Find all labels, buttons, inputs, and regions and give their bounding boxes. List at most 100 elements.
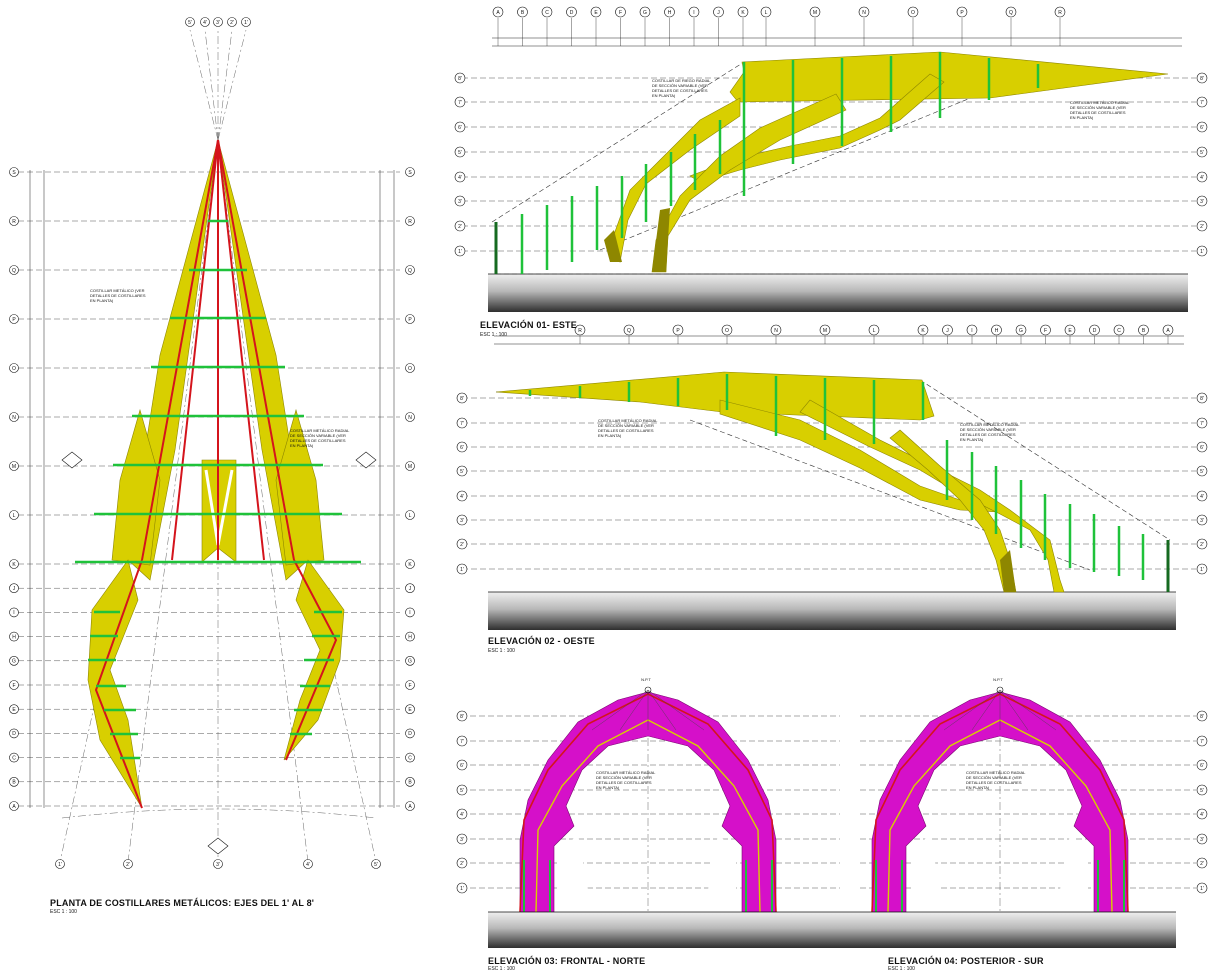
axis-bubble (966, 324, 978, 336)
axis-bubble (1196, 490, 1208, 502)
axis-label: O (408, 366, 412, 372)
axis-label: 5' (458, 150, 462, 156)
axis-bubble (590, 6, 602, 18)
axis-label: A (496, 10, 500, 16)
axis-bubble (456, 538, 468, 550)
axis-bubble (405, 461, 415, 471)
axis-label: 5' (188, 20, 192, 26)
axis-label: R (1058, 10, 1062, 16)
axis-label: A (408, 804, 412, 810)
axis-label: S (12, 170, 16, 176)
axis-bubble (454, 220, 466, 232)
axis-bubble (1196, 735, 1208, 747)
axis-bubble (1196, 465, 1208, 477)
axis-label: I (693, 10, 694, 16)
axis-bubble (227, 17, 237, 27)
axis-bubble (213, 17, 223, 27)
axis-label: 3' (460, 518, 464, 524)
axis-label: G (12, 659, 16, 665)
west-rib-shadow (1000, 550, 1016, 592)
axis-bubble (454, 245, 466, 257)
axis-bubble (1196, 121, 1208, 133)
axis-bubble (241, 17, 251, 27)
east-title: ELEVACIÓN 01- ESTE (480, 320, 577, 330)
front-apex-line (999, 689, 1057, 731)
axis-label: D (1093, 328, 1097, 334)
plan-yellow-ribs (87, 139, 345, 809)
front-apex-line (999, 689, 1029, 731)
axis-bubble (721, 324, 733, 336)
axis-bubble (737, 6, 749, 18)
axis-bubble (405, 265, 415, 275)
axis-bubble (405, 412, 415, 422)
axis-label: 8' (460, 396, 464, 402)
axis-label: C (545, 10, 549, 16)
axis-label: 5' (1200, 788, 1204, 794)
axis-bubble (456, 563, 468, 575)
axis-label: 6' (460, 763, 464, 769)
axis-bubble (9, 363, 19, 373)
axis-bubble (405, 363, 415, 373)
axis-bubble (405, 607, 415, 618)
front-level-tag: N.P.T (993, 677, 1003, 682)
east-note-left: COSTILLAR DE RIEGO RADIAL DE SECCIÓN VAR… (652, 78, 711, 98)
west-note-right: COSTILLAR METÁLICO RADIAL DE SECCIÓN VAR… (960, 422, 1020, 442)
axis-bubble (809, 6, 821, 18)
axis-label: K (921, 328, 925, 334)
axis-label: 2' (460, 542, 464, 548)
axis-bubble (1015, 324, 1027, 336)
axis-bubble (664, 6, 675, 18)
front-ground (488, 912, 1176, 948)
axis-bubble (405, 728, 415, 739)
axis-bubble (566, 6, 577, 18)
axis-bubble (1196, 784, 1208, 796)
axis-bubble (615, 6, 626, 18)
axis-bubble (1196, 72, 1208, 84)
axis-label: 6' (1200, 763, 1204, 769)
axis-bubble (9, 801, 19, 811)
plan-dimension-lines (29, 170, 395, 808)
front-level-tag: N.P.T (641, 677, 651, 682)
axis-bubble (456, 710, 468, 722)
axis-bubble (858, 6, 870, 18)
axis-bubble (517, 6, 528, 18)
axis-bubble (1005, 6, 1017, 18)
west-level-axes: 8'8'7'7'6'6'5'5'4'4'3'3'2'2'1'1' (456, 392, 1208, 575)
axis-label: I (13, 610, 14, 616)
axis-bubble (672, 324, 684, 336)
axis-label: K (12, 562, 16, 568)
axis-label: J (13, 586, 16, 592)
axis-label: 6' (460, 445, 464, 451)
axis-label: 3' (460, 837, 464, 843)
axis-bubble (1113, 324, 1125, 336)
axis-bubble (9, 776, 19, 787)
north-note: COSTILLAR METÁLICO RADIAL DE SECCIÓN VAR… (596, 770, 656, 790)
axis-bubble (9, 265, 19, 275)
axis-label: 8' (460, 714, 464, 720)
axis-label: 6' (1200, 445, 1204, 451)
north-scale: ESC 1 : 100 (488, 966, 515, 972)
axis-bubble (819, 324, 831, 336)
axis-bubble (623, 324, 635, 336)
axis-bubble (1196, 538, 1208, 550)
axis-label: F (408, 683, 411, 689)
axis-bubble (868, 324, 880, 336)
axis-label: 5' (460, 469, 464, 475)
axis-label: N (774, 328, 778, 334)
axis-label: 6' (458, 125, 462, 131)
axis-bubble (456, 514, 468, 526)
axis-label: D (408, 731, 412, 737)
axis-bubble (9, 412, 19, 422)
axis-bubble (405, 559, 415, 569)
south-title: ELEVACIÓN 04: POSTERIOR - SUR (888, 956, 1044, 966)
axis-label: 2' (458, 224, 462, 230)
axis-label: D (570, 10, 574, 16)
axis-label: 3' (458, 199, 462, 205)
axis-label: 2' (1200, 224, 1204, 230)
axis-label: O (12, 366, 16, 372)
